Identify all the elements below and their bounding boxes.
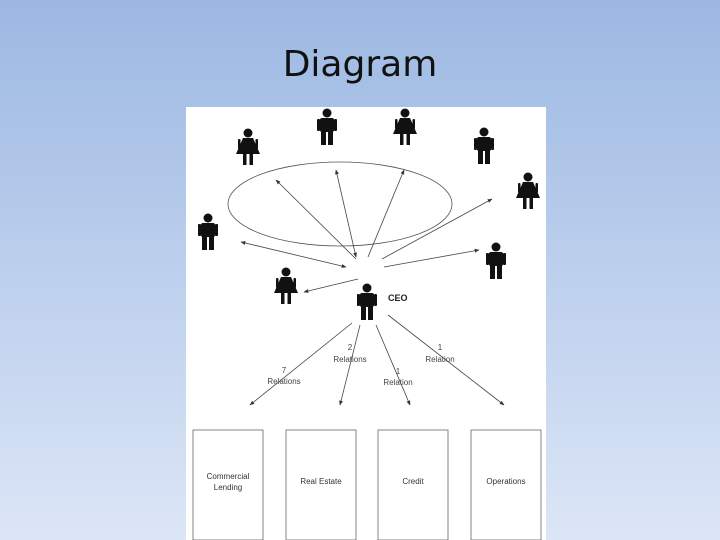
department-box xyxy=(377,429,449,540)
department-label: Lending xyxy=(214,483,242,492)
ceo-person-icon xyxy=(357,283,377,320)
department-box xyxy=(192,429,264,540)
male-person-icon xyxy=(486,242,506,279)
relation-count: 2 xyxy=(348,343,353,352)
male-person-icon xyxy=(474,127,494,164)
department-label: Credit xyxy=(402,477,424,486)
slide-title: Diagram xyxy=(282,44,438,85)
relation-count: 1 xyxy=(438,343,443,352)
department-label: Operations xyxy=(486,477,525,486)
male-person-icon xyxy=(317,108,337,145)
relation-count: 1 xyxy=(396,367,401,376)
relation-label: Relation xyxy=(383,378,412,387)
department-label: Real Estate xyxy=(300,477,342,486)
female-person-icon xyxy=(516,172,540,209)
relation-label: Relation xyxy=(425,355,454,364)
department-box xyxy=(470,429,542,540)
department-box xyxy=(285,429,357,540)
relation-label: Relations xyxy=(333,355,366,364)
ceo-label: CEO xyxy=(388,293,408,303)
relation-label: Relations xyxy=(267,377,300,386)
female-person-icon xyxy=(274,267,298,304)
team-ellipse xyxy=(227,161,453,247)
relation-arrows xyxy=(240,169,505,406)
male-person-icon xyxy=(198,213,218,250)
diagram-panel: CEO 7 Relations 2 Relations 1 Relation 1… xyxy=(186,107,546,540)
female-person-icon xyxy=(236,128,260,165)
org-diagram: CEO 7 Relations 2 Relations 1 Relation 1… xyxy=(192,108,542,540)
relation-count: 7 xyxy=(282,366,287,375)
female-person-icon xyxy=(393,108,417,145)
department-label: Commercial xyxy=(207,472,250,481)
